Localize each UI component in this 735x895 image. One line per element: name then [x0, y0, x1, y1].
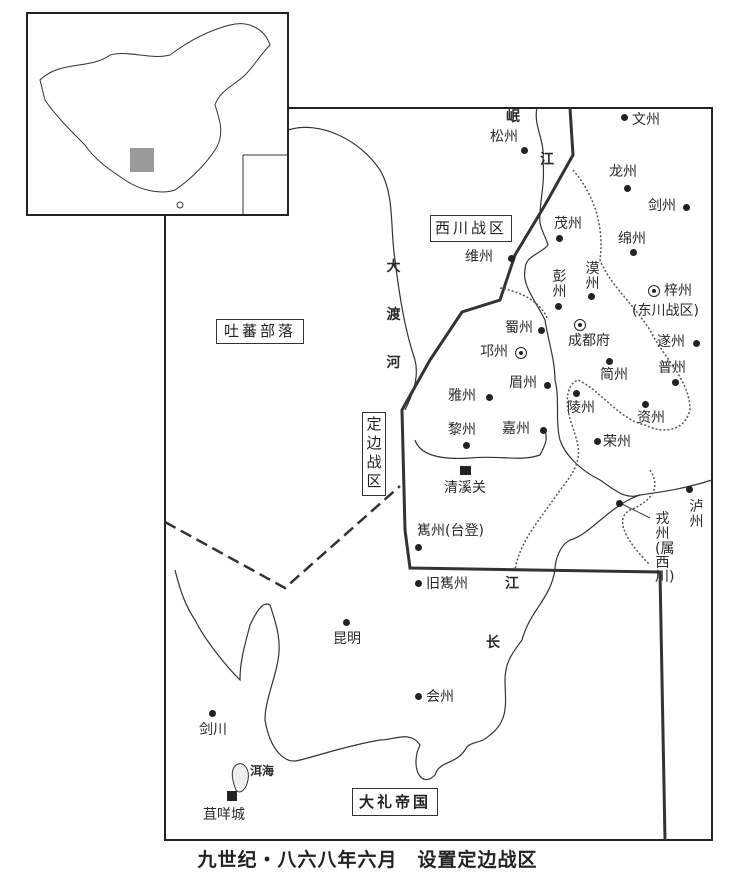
place-marker-icon [621, 114, 628, 121]
place-kunming: 昆明 [333, 631, 361, 647]
place-qingxiguan: 清溪关 [444, 480, 486, 496]
place-jianzhou: 剑州 [648, 198, 676, 214]
place-pengzhou: 彭州 [552, 269, 567, 300]
place-longzhou: 龙州 [609, 164, 637, 180]
place-wenzhou: 文州 [632, 112, 660, 128]
dadu-river [287, 126, 417, 411]
place-marker-icon [616, 500, 623, 507]
place-shuzhou: 蜀州 [505, 320, 533, 336]
place-marker-icon [672, 379, 679, 386]
place-maozhou: 茂州 [554, 216, 582, 232]
dingbian-tubo-border [164, 485, 401, 590]
place-yangjucheng: 苴咩城 [203, 807, 245, 823]
place-hanzhou: 漠州 [585, 261, 600, 292]
place-marker-icon [588, 293, 595, 300]
place-marker-icon [343, 619, 350, 626]
place-marker-icon [683, 204, 690, 211]
inset-highlight [130, 148, 154, 172]
pass-icon [460, 466, 471, 475]
place-marker-icon [606, 358, 613, 365]
prefecture-capital-marker-icon [574, 319, 586, 331]
place-meizhou: 眉州 [509, 375, 537, 391]
river-label-jiang: 江 [540, 152, 554, 168]
place-chengdu: 成都府 [568, 333, 610, 349]
dali-empire-label: 大礼帝国 [352, 788, 438, 816]
map-caption: 九世纪・八六八年六月 设置定边战区 [197, 849, 538, 871]
prefecture-capital-marker-icon [648, 285, 660, 297]
place-marker-icon [693, 340, 700, 347]
place-marker-icon [630, 249, 637, 256]
dadu-lower [414, 429, 547, 460]
place-jianchuan: 剑川 [199, 722, 227, 738]
xichuan-district-label: 西川战区 [430, 215, 512, 242]
place-huizhou: 会州 [426, 689, 454, 705]
place-jiuxizhou: 旧嶲州 [426, 576, 468, 592]
changjiang-label-jiang: 江 [505, 576, 519, 592]
place-marker-icon [486, 394, 493, 401]
yangtze-river [174, 494, 641, 781]
place-lingzhou: 陵州 [567, 400, 595, 416]
erhai-label: 洱海 [250, 764, 275, 778]
place-marker-icon [624, 185, 631, 192]
dadu-river-label: 大渡河 [386, 259, 401, 371]
place-lizhou: 黎州 [448, 422, 476, 438]
place-marker-icon [555, 303, 562, 310]
place-marker-icon [573, 390, 580, 397]
place-marker-icon [209, 710, 216, 717]
place-marker-icon [642, 401, 649, 408]
place-marker-icon [415, 544, 422, 551]
tubo-tribes-label: 吐蕃部落 [216, 319, 304, 344]
map-frame [164, 107, 713, 841]
place-marker-icon [538, 327, 545, 334]
place-marker-icon [594, 438, 601, 445]
place-qiongzhou: 邛州 [480, 344, 508, 360]
changjiang-label-chang: 长 [486, 635, 500, 651]
district-border [400, 107, 667, 841]
place-zizhou-2: 资州 [637, 410, 665, 426]
place-marker-icon [556, 235, 563, 242]
place-marker-icon [463, 442, 470, 449]
place-songzhou: 松州 [490, 129, 518, 145]
china-outline [39, 23, 271, 193]
minjiang-river [523, 107, 713, 497]
prefecture-capital-marker-icon [515, 347, 527, 359]
place-marker-icon [540, 427, 547, 434]
place-marker-icon [508, 255, 515, 262]
place-weizhou: 维州 [465, 249, 493, 265]
dingbian-district-label: 定边战区 [362, 412, 386, 496]
place-marker-icon [415, 693, 422, 700]
place-puzhou: 普州 [658, 360, 686, 376]
place-rongzhou: 荣州 [603, 434, 631, 450]
place-suizhou: 遂州 [657, 334, 685, 350]
inset-map-frame [26, 12, 289, 216]
dongchuan-border [514, 169, 691, 571]
place-zizhou: 梓州 [664, 283, 692, 299]
river-label-min: 岷 [506, 109, 520, 125]
dongchuan-district-label: (东川战区) [632, 303, 699, 319]
place-yazhou: 雅州 [448, 388, 476, 404]
place-luzhou: 泸州 [689, 499, 704, 530]
place-marker-icon [686, 486, 693, 493]
place-marker-icon [521, 147, 528, 154]
place-marker-icon [415, 580, 422, 587]
place-marker-icon [544, 382, 551, 389]
place-rongzhou-2: 戎州 [655, 511, 670, 542]
place-mianzhou: 绵州 [618, 231, 646, 247]
place-jiazhou: 嘉州 [502, 421, 530, 437]
rongzhou-note: (属西川) [655, 541, 675, 585]
capital-icon [227, 791, 237, 801]
place-jianzhou-2: 简州 [600, 367, 628, 383]
place-xizhou: 嶲州(台登) [417, 523, 484, 539]
